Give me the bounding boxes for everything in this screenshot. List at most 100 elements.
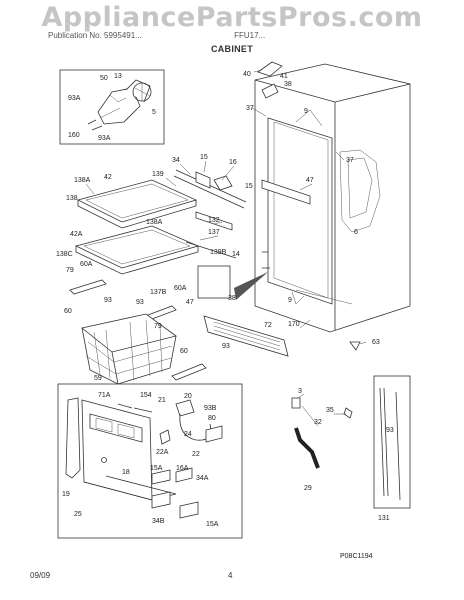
callout: 6 bbox=[354, 229, 358, 236]
callout: 79 bbox=[66, 267, 74, 274]
callout: 139 bbox=[152, 171, 164, 178]
callout: 9 bbox=[288, 297, 292, 304]
glass-shelf-lower bbox=[74, 225, 200, 275]
model-number: FFU17... bbox=[234, 31, 266, 40]
callout: 34B bbox=[152, 518, 165, 525]
callout: 137B bbox=[150, 289, 167, 296]
shelf-rail-137 bbox=[185, 241, 237, 259]
bracket-38-shape bbox=[261, 83, 279, 99]
shelf-rail-139 bbox=[173, 175, 245, 209]
rail-60-bottom bbox=[171, 363, 207, 381]
callout: 38 bbox=[284, 81, 292, 88]
page-number: 4 bbox=[228, 571, 233, 580]
screw-35 bbox=[343, 407, 353, 419]
callout: 72 bbox=[264, 322, 272, 329]
callout: 16 bbox=[229, 159, 237, 166]
callout: 15 bbox=[200, 154, 208, 161]
callout: 93 bbox=[104, 297, 112, 304]
callout: 60 bbox=[64, 308, 72, 315]
control-panel-inset bbox=[57, 383, 243, 539]
callout: 138 bbox=[66, 195, 78, 202]
callout: 80 bbox=[208, 415, 216, 422]
callout: 18 bbox=[122, 469, 130, 476]
callout: 41 bbox=[280, 73, 288, 80]
callout: 22A bbox=[156, 449, 169, 456]
wire-basket bbox=[81, 313, 177, 385]
callout: 9 bbox=[304, 108, 308, 115]
callout: 93 bbox=[136, 299, 144, 306]
footer-date: 09/09 bbox=[30, 571, 51, 580]
callout: 16A bbox=[176, 465, 189, 472]
watermark: AppliancePartsPros.com bbox=[41, 2, 423, 33]
callout: 14 bbox=[232, 251, 240, 258]
callout: 38 bbox=[228, 295, 236, 302]
callout: 138A bbox=[146, 219, 163, 226]
callout: 21 bbox=[158, 397, 166, 404]
leveling-leg-63 bbox=[349, 341, 361, 351]
callout: 34 bbox=[172, 157, 180, 164]
callout: 63 bbox=[372, 339, 380, 346]
callout: 154 bbox=[140, 392, 152, 399]
callout: 20 bbox=[184, 393, 192, 400]
detail-inset bbox=[197, 265, 231, 299]
callout: 93B bbox=[204, 405, 217, 412]
callout: 42 bbox=[104, 174, 112, 181]
callout: 60 bbox=[180, 348, 188, 355]
callout: 15 bbox=[245, 183, 253, 190]
publication-header: Publication No. 5995491... FFU17... bbox=[48, 31, 265, 40]
callout: 93 bbox=[386, 427, 394, 434]
callout: 93A bbox=[68, 95, 81, 102]
callout: 5 bbox=[152, 109, 156, 116]
callout: 93 bbox=[222, 343, 230, 350]
callout: 47 bbox=[186, 299, 194, 306]
callout: 15A bbox=[206, 521, 219, 528]
callout: 79 bbox=[154, 323, 162, 330]
publication-number: Publication No. 5995491... bbox=[48, 31, 142, 40]
callout: 35 bbox=[326, 407, 334, 414]
callout: 93A bbox=[98, 135, 111, 142]
detail-pointer bbox=[234, 272, 268, 300]
callout: 15A bbox=[150, 465, 163, 472]
callout: 34A bbox=[196, 475, 209, 482]
cabinet-shell bbox=[254, 63, 411, 333]
vent-cover-shape bbox=[257, 61, 283, 77]
callout: 138C bbox=[56, 251, 73, 258]
callout: 132 bbox=[208, 217, 220, 224]
callout: 138A bbox=[74, 177, 91, 184]
kickplate-grille bbox=[203, 315, 289, 357]
callout: 25 bbox=[74, 511, 82, 518]
section-title: CABINET bbox=[210, 44, 254, 54]
rail-47 bbox=[261, 179, 311, 205]
hose-29 bbox=[294, 427, 320, 469]
callout: 170 bbox=[288, 321, 300, 328]
callout: 131 bbox=[378, 515, 390, 522]
callout-labels: 50 13 93A 5 160 93A 40 41 38 37 9 37 34 … bbox=[56, 71, 394, 560]
leader-lines bbox=[85, 69, 367, 427]
callout: 37 bbox=[346, 157, 354, 164]
rail-60a-left bbox=[69, 279, 107, 295]
fan-assembly-inset bbox=[59, 69, 165, 145]
callout: 19 bbox=[62, 491, 70, 498]
callout: 137 bbox=[208, 229, 220, 236]
callout: 50 bbox=[100, 75, 108, 82]
callout: 47 bbox=[306, 177, 314, 184]
callout: 160 bbox=[68, 132, 80, 139]
callout: 59 bbox=[94, 375, 102, 382]
callout: 60A bbox=[80, 261, 93, 268]
callout: 42A bbox=[70, 231, 83, 238]
callout: 13 bbox=[114, 73, 122, 80]
callout: 40 bbox=[243, 71, 251, 78]
rail-132 bbox=[195, 211, 233, 231]
callout: 22 bbox=[192, 451, 200, 458]
diagram-code: P08C1194 bbox=[340, 553, 373, 560]
callout: 139B bbox=[210, 249, 227, 256]
plug-32 bbox=[291, 397, 301, 409]
callout: 60A bbox=[174, 285, 187, 292]
callout: 71A bbox=[98, 392, 111, 399]
callout: 24 bbox=[184, 431, 192, 438]
callout: 37 bbox=[246, 105, 254, 112]
callout: 3 bbox=[298, 388, 302, 395]
callout: 32 bbox=[314, 419, 322, 426]
callout: 29 bbox=[304, 485, 312, 492]
